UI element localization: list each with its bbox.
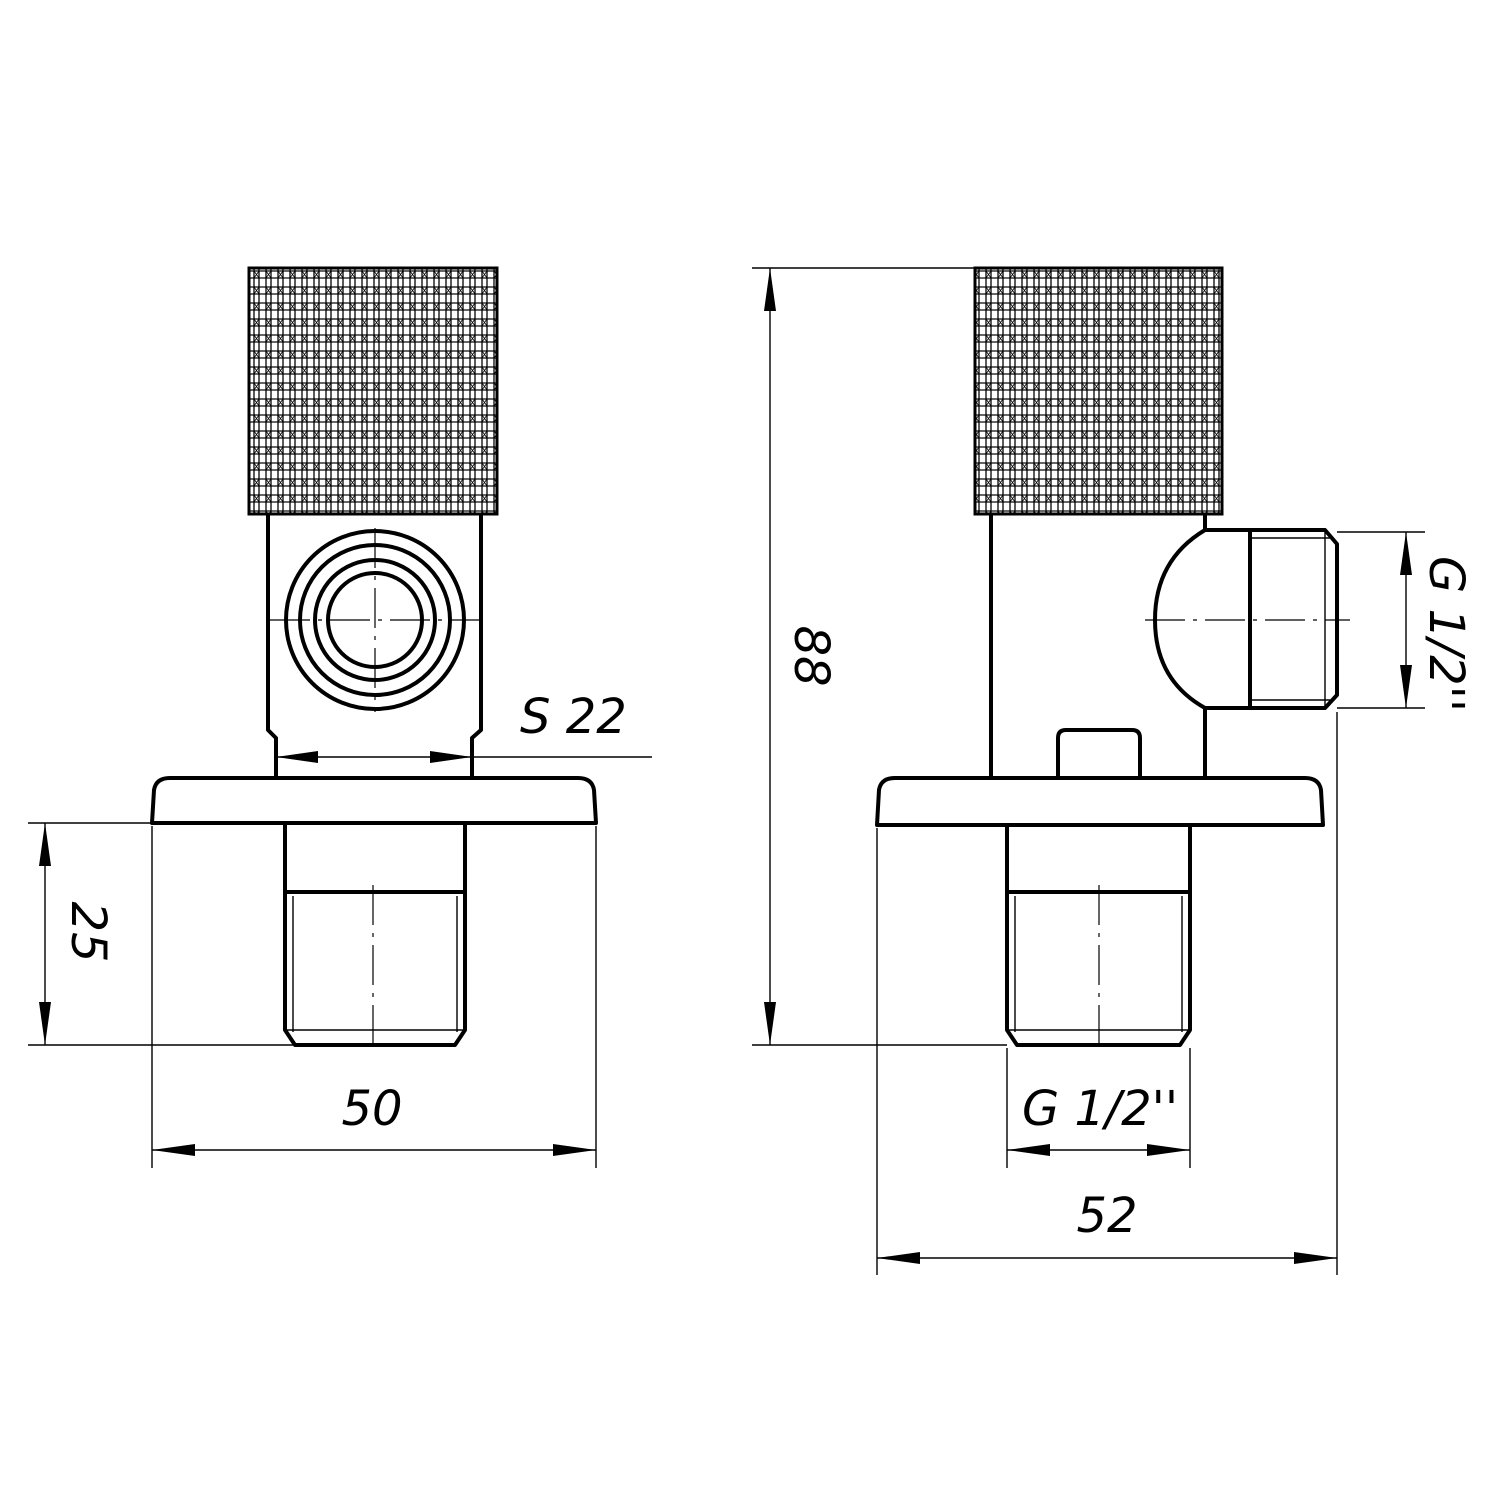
side-knurled-handle — [973, 266, 1224, 516]
dim-overall-height: 88 — [752, 267, 1007, 1046]
front-flange — [150, 776, 598, 825]
front-knurled-handle — [247, 266, 499, 516]
side-outlet-thread-lines — [1250, 530, 1330, 708]
dim-outlet-thread-label: G 1/2'' — [1418, 556, 1474, 712]
front-thread-lines — [285, 896, 465, 1032]
dim-flange-width-label: 50 — [341, 1081, 402, 1137]
dim-thread-height-label: 25 — [60, 901, 116, 962]
dim-wrench-size: S 22 — [276, 689, 652, 763]
dim-flange-width: 50 — [151, 826, 597, 1168]
side-outlet-thread — [1248, 528, 1339, 710]
side-valve-body — [989, 514, 1250, 778]
side-outlet-dome — [1153, 528, 1207, 710]
front-shank — [283, 823, 467, 1047]
dim-wrench-size-label: S 22 — [520, 689, 627, 745]
front-view: S 22 25 50 — [28, 266, 652, 1168]
dim-side-width: 52 — [876, 712, 1338, 1275]
dim-overall-height-label: 88 — [783, 625, 839, 686]
dim-outlet-thread: G 1/2'' — [1337, 531, 1474, 712]
front-valve-body — [266, 514, 483, 778]
side-stem-cap — [1056, 728, 1142, 778]
dim-thread-height: 25 — [28, 822, 295, 1046]
dim-inlet-thread: G 1/2'' — [1006, 1048, 1191, 1168]
dim-inlet-thread-label: G 1/2'' — [1022, 1081, 1178, 1137]
side-flange — [875, 776, 1325, 827]
side-view: 88 G 1/2'' G 1/2'' 52 — [752, 266, 1474, 1275]
dim-side-width-label: 52 — [1076, 1188, 1137, 1244]
